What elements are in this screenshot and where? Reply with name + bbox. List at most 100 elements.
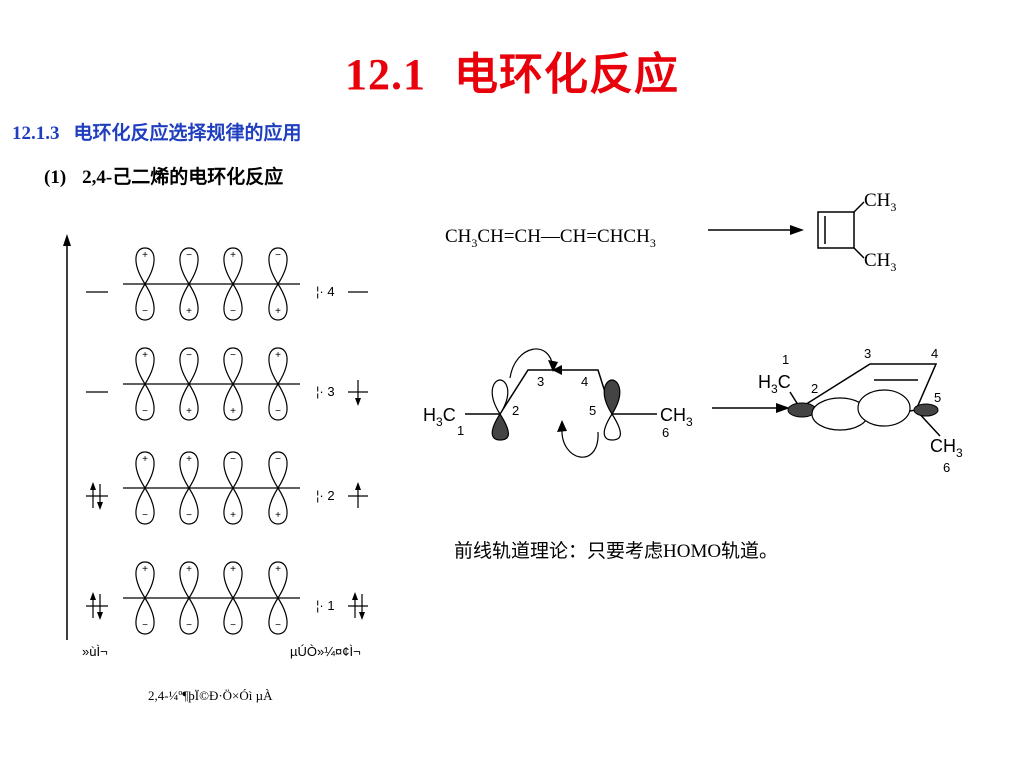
p-lobe-top — [223, 451, 243, 490]
p-lobe-bottom — [223, 486, 243, 525]
left-methyl-group: H3C — [423, 405, 456, 429]
orbital-transition-arrow — [712, 403, 790, 413]
p-lobe-top — [179, 451, 199, 490]
p-lobe-c5-bottom — [603, 412, 621, 441]
section-heading: (1) 2,4-己二烯的电环化反应 — [44, 162, 283, 189]
p-lobe-bottom — [135, 486, 155, 525]
lobe-sign: + — [230, 564, 236, 575]
carbon-number-6: 6 — [662, 425, 669, 440]
lobe-sign: − — [186, 510, 192, 521]
p-lobe-bottom — [223, 282, 243, 321]
p-lobe-top — [223, 247, 243, 286]
p-lobe-c2-top — [491, 379, 509, 416]
p-lobe-c2-bottom — [491, 412, 509, 441]
ring-number-1: 1 — [782, 352, 789, 367]
p-lobe-top — [268, 561, 288, 600]
mo-level-1: + − + − + − + − ¦· 1 — [86, 561, 368, 635]
rotation-arrowhead-top — [552, 365, 562, 375]
lobe-sign: + — [186, 306, 192, 317]
lobe-sign: − — [186, 350, 192, 361]
title-number: 12.1 — [345, 50, 426, 99]
p-lobe-top — [223, 347, 243, 386]
lobe-sign: − — [142, 510, 148, 521]
lobe-sign: + — [186, 454, 192, 465]
lobe-sign: − — [142, 306, 148, 317]
p-lobe-bottom — [223, 596, 243, 635]
p-lobe-top — [135, 561, 155, 600]
p-lobe-bottom — [135, 282, 155, 321]
ring-number-4: 4 — [931, 346, 938, 361]
homo-ring-closing: H3C CH3 1 2 3 4 5 6 — [758, 346, 963, 475]
ring-right-methyl: CH3 — [930, 436, 963, 460]
p-lobe-top — [179, 347, 199, 386]
ring-number-2: 2 — [811, 381, 818, 396]
lobe-sign: − — [275, 620, 281, 631]
subtitle-text: 电环化反应选择规律的应用 — [73, 123, 302, 144]
excited-state-label: µÚÒ»¼¤¢Ì¬ — [290, 644, 361, 659]
lobe-c5-large — [857, 389, 911, 427]
p-lobe-bottom — [179, 596, 199, 635]
lobe-sign: − — [230, 350, 236, 361]
p-lobe-bottom — [179, 486, 199, 525]
lobe-sign: − — [186, 620, 192, 631]
lobe-sign: − — [142, 620, 148, 631]
p-lobe-top — [268, 347, 288, 386]
right-methyl-group: CH3 — [660, 405, 693, 429]
conrotation-arrow-right — [561, 427, 599, 458]
energy-axis — [63, 234, 71, 640]
reactant-formula: CH3CH=CH—CH=CHCH3 — [445, 226, 656, 250]
lobe-sign: + — [275, 350, 281, 361]
homo-open-chain: H3C CH3 1 2 3 4 5 6 — [423, 348, 693, 458]
section-number: (1) — [44, 167, 67, 188]
carbon-number-3: 3 — [537, 374, 544, 389]
p-lobe-bottom — [135, 382, 155, 421]
mo-caption: 2,4-¼º¶þÏ©Ð·Ö×Óì µÀ — [148, 688, 273, 703]
product-methyl-top: CH3 — [864, 190, 896, 214]
mo-level-label: ¦· 4 — [316, 284, 335, 299]
p-lobe-top — [135, 451, 155, 490]
lobe-sign: − — [275, 454, 281, 465]
p-lobe-top — [179, 561, 199, 600]
lobe-sign: + — [186, 564, 192, 575]
lobe-sign: − — [230, 454, 236, 465]
lobe-sign: − — [230, 306, 236, 317]
mo-level-2: +−+−−+−+¦· 2 — [86, 451, 368, 525]
section-text: 2,4-己二烯的电环化反应 — [82, 167, 284, 188]
carbon-number-5: 5 — [589, 403, 596, 418]
lobe-sign: + — [142, 454, 148, 465]
ground-state-label: »ùÌ¬ — [82, 644, 108, 659]
mo-level-label: ¦· 3 — [316, 384, 335, 399]
reaction-arrow — [708, 225, 804, 235]
frontier-orbital-note: 前线轨道理论：只要考虑HOMO轨道。 — [454, 541, 779, 562]
lobe-sign: + — [142, 350, 148, 361]
lobe-sign: + — [230, 510, 236, 521]
p-lobe-bottom — [179, 382, 199, 421]
mo-level-4: +−−++−−+¦· 4 — [86, 247, 368, 321]
lobe-sign: − — [186, 250, 192, 261]
carbon-number-1: 1 — [457, 423, 464, 438]
lobe-sign: − — [275, 406, 281, 417]
p-lobe-bottom — [135, 596, 155, 635]
ring-number-3: 3 — [864, 346, 871, 361]
p-lobe-bottom — [268, 282, 288, 321]
lobe-sign: − — [230, 620, 236, 631]
lobe-sign: + — [186, 406, 192, 417]
cyclobutene-ring — [817, 201, 865, 259]
lobe-sign: − — [142, 406, 148, 417]
p-lobe-top — [268, 247, 288, 286]
lobe-sign: + — [230, 406, 236, 417]
p-lobe-top — [268, 451, 288, 490]
lobe-sign: + — [275, 306, 281, 317]
p-lobe-top — [223, 561, 243, 600]
carbon-number-4: 4 — [581, 374, 588, 389]
conrotation-arrow-left — [509, 348, 554, 379]
p-lobe-top — [179, 247, 199, 286]
mo-level-label: ¦· 1 — [316, 598, 335, 613]
lobe-sign: + — [275, 564, 281, 575]
lobe-sign: + — [142, 564, 148, 575]
p-lobe-bottom — [268, 596, 288, 635]
p-lobe-bottom — [223, 382, 243, 421]
p-lobe-top — [135, 347, 155, 386]
